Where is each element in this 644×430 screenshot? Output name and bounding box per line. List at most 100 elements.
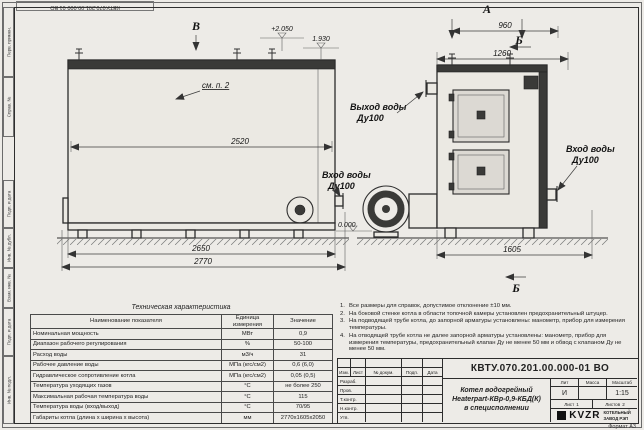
dim-960-text: 960 (498, 21, 512, 30)
tech-cell: 70/95 (273, 401, 333, 413)
tb-cell (366, 359, 402, 368)
tech-cell: Диапазон рабочего регулирования (30, 338, 222, 350)
stamp-sprav-n: Справ. № (3, 77, 14, 137)
kvzr-logo-text: KVZR (569, 410, 601, 421)
notes-list: 1.Все размеры для справок, допустимое от… (340, 303, 636, 354)
title-block: Изм. Лист № докум. Подп. Дата Разраб. Пр… (337, 358, 639, 424)
support-legs-front (77, 229, 304, 239)
tb-mass-value (579, 387, 607, 400)
tech-cell: 115 (273, 391, 333, 403)
view-b-label: В (191, 19, 200, 51)
inlet-label-side: Вход воды Ду100 (557, 144, 615, 191)
side-view (362, 53, 558, 239)
note-text: На подводящей трубе котла, до запорной а… (349, 318, 625, 332)
insulation-strip-front (67, 59, 336, 70)
tb-mass-header: Масса (579, 379, 607, 387)
dim-960: 960 (451, 21, 559, 38)
inlet-front-line2: Ду100 (327, 181, 355, 191)
outlet-label: Выход воды Ду100 (350, 91, 424, 123)
tech-cell: 31 (273, 349, 333, 361)
tech-cell: % (221, 338, 274, 350)
level-mark-1930: 1.930 (303, 36, 339, 60)
tb-cell (402, 386, 423, 395)
dim-2770-text: 2770 (193, 257, 212, 266)
support-legs-side (444, 227, 535, 239)
valve-icon (447, 53, 457, 66)
tb-cell (423, 359, 443, 368)
stamp-inv-dubl: Инв. № дубл. (3, 228, 14, 268)
tb-cell (366, 404, 402, 413)
valve-icon (232, 48, 242, 61)
note-number: 4. (340, 332, 345, 339)
tech-cell: °С (221, 401, 274, 413)
tech-cell: 0,05 (0,5) (273, 370, 333, 382)
tech-table-title: Техническая характеристика (131, 304, 231, 311)
note-text: На боковой стенке котла в области топочн… (349, 310, 608, 317)
level-mark-2050: +2.050 (260, 26, 304, 51)
ground-line-front (57, 237, 349, 245)
front-view (62, 48, 344, 239)
valve-icon (267, 48, 277, 61)
section-b-bottom-letter: Б (511, 281, 520, 295)
tb-role-nkontr: Н.контр. (338, 404, 366, 413)
tb-cell (351, 359, 366, 368)
tb-role-utv: Утв. (338, 413, 366, 422)
fan-circle (362, 185, 410, 238)
level-mark-zero: 0.000 (336, 222, 372, 232)
tb-izm-header: Изм. (338, 368, 351, 377)
tb-cell (402, 404, 423, 413)
fan-duct (408, 193, 438, 229)
tech-row: Габариты котла (длина х ширина х высота)… (30, 412, 333, 424)
tech-cell: Расход воды (30, 349, 222, 361)
dim-1605: 1605 (436, 210, 593, 259)
inlet-side-line1: Вход воды (566, 144, 615, 154)
flue-outlet (523, 75, 539, 90)
tb-sheet: Лист 1 (551, 400, 593, 409)
dim-2650: 2650 (67, 230, 336, 258)
tech-cell: МВт (221, 328, 274, 340)
tb-data-header: Дата (423, 368, 443, 377)
outlet-line1: Выход воды (350, 102, 407, 112)
tech-cell: Рабочее давление воды (30, 359, 222, 371)
dim-2520: 2520 (70, 137, 333, 152)
note-item: 1.Все размеры для справок, допустимое от… (340, 303, 636, 310)
outlet-line2: Ду100 (356, 113, 384, 123)
tb-podp-header: Подп. (402, 368, 423, 377)
stamp-podp-data-1: Подп. и дата (3, 180, 14, 228)
view-a-label: А (448, 2, 526, 39)
see-note-text: см. п. 2 (202, 81, 230, 90)
tb-role-tkontr: Т.контр. (338, 395, 366, 404)
product-line2: Heaterpart-КВр-0,9-КБД(К) (452, 396, 541, 404)
outlet-flange (425, 80, 438, 97)
tb-cell (338, 359, 351, 368)
tech-header: Значение (273, 314, 333, 329)
tb-cell (366, 413, 402, 422)
dim-2770: 2770 (61, 212, 346, 271)
tb-list-header: Лист (351, 368, 366, 377)
inlet-flange-front (334, 193, 344, 209)
dim-2650-text: 2650 (191, 244, 210, 253)
tb-scale-header: Масштаб (607, 379, 637, 387)
tb-lit-header: Лит (551, 379, 579, 387)
tech-cell: Номинальная мощность (30, 328, 222, 340)
tb-dokum-header: № докум. (366, 368, 402, 377)
tech-cell: м3/ч (221, 349, 274, 361)
tb-cell (423, 413, 443, 422)
tb-cell (402, 395, 423, 404)
tech-cell: 0,9 (273, 328, 333, 340)
tech-row: Диапазон рабочего регулирования%50-100 (30, 338, 333, 350)
section-b-label-top: Б (509, 33, 531, 51)
view-b-letter: В (191, 19, 200, 33)
section-b-top-letter: Б (514, 33, 523, 47)
tb-lit-value: И (551, 387, 579, 400)
stamp-podp-data-2: Подп. и дата (3, 308, 14, 356)
note-number: 3. (340, 318, 345, 325)
note-item: 2.На боковой стенке котла в области топо… (340, 311, 636, 318)
tech-cell: 0,6 (6,0) (273, 359, 333, 371)
stamp-vzam-inv: Взам. инв. № (3, 268, 14, 308)
tb-doc-number: КВТУ.070.201.00.000-01 ВО (443, 359, 637, 379)
tech-cell: Гидравлическое сопротивление котла (30, 370, 222, 382)
company-line2: ЗАВОД РЭП (603, 415, 629, 421)
